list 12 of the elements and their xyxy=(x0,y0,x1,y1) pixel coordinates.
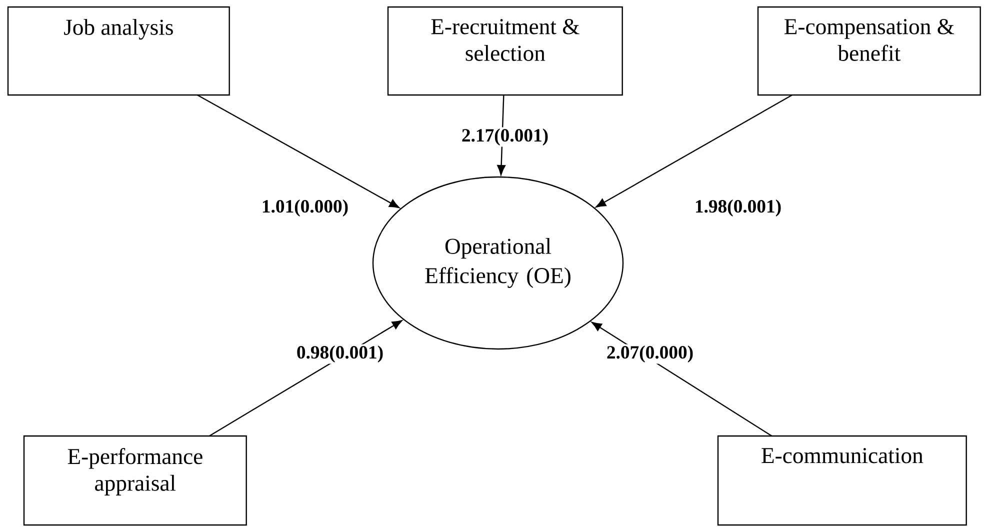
box: Job analysis xyxy=(7,6,230,96)
edge-label: 0.98(0.001) xyxy=(295,344,385,364)
edge-label: 2.07(0.000) xyxy=(605,344,695,364)
box: E-compensation & benefit xyxy=(757,6,981,96)
arrow xyxy=(197,94,400,208)
arrow xyxy=(596,94,792,208)
edge-label: 1.01(0.000) xyxy=(260,198,350,218)
edge-label: 1.98(0.001) xyxy=(693,198,783,218)
box: E-communication xyxy=(717,435,967,526)
box: E-performance appraisal xyxy=(23,435,247,526)
edge-label: 2.17(0.001) xyxy=(460,127,550,147)
box: E-recruitment & selection xyxy=(387,6,623,96)
